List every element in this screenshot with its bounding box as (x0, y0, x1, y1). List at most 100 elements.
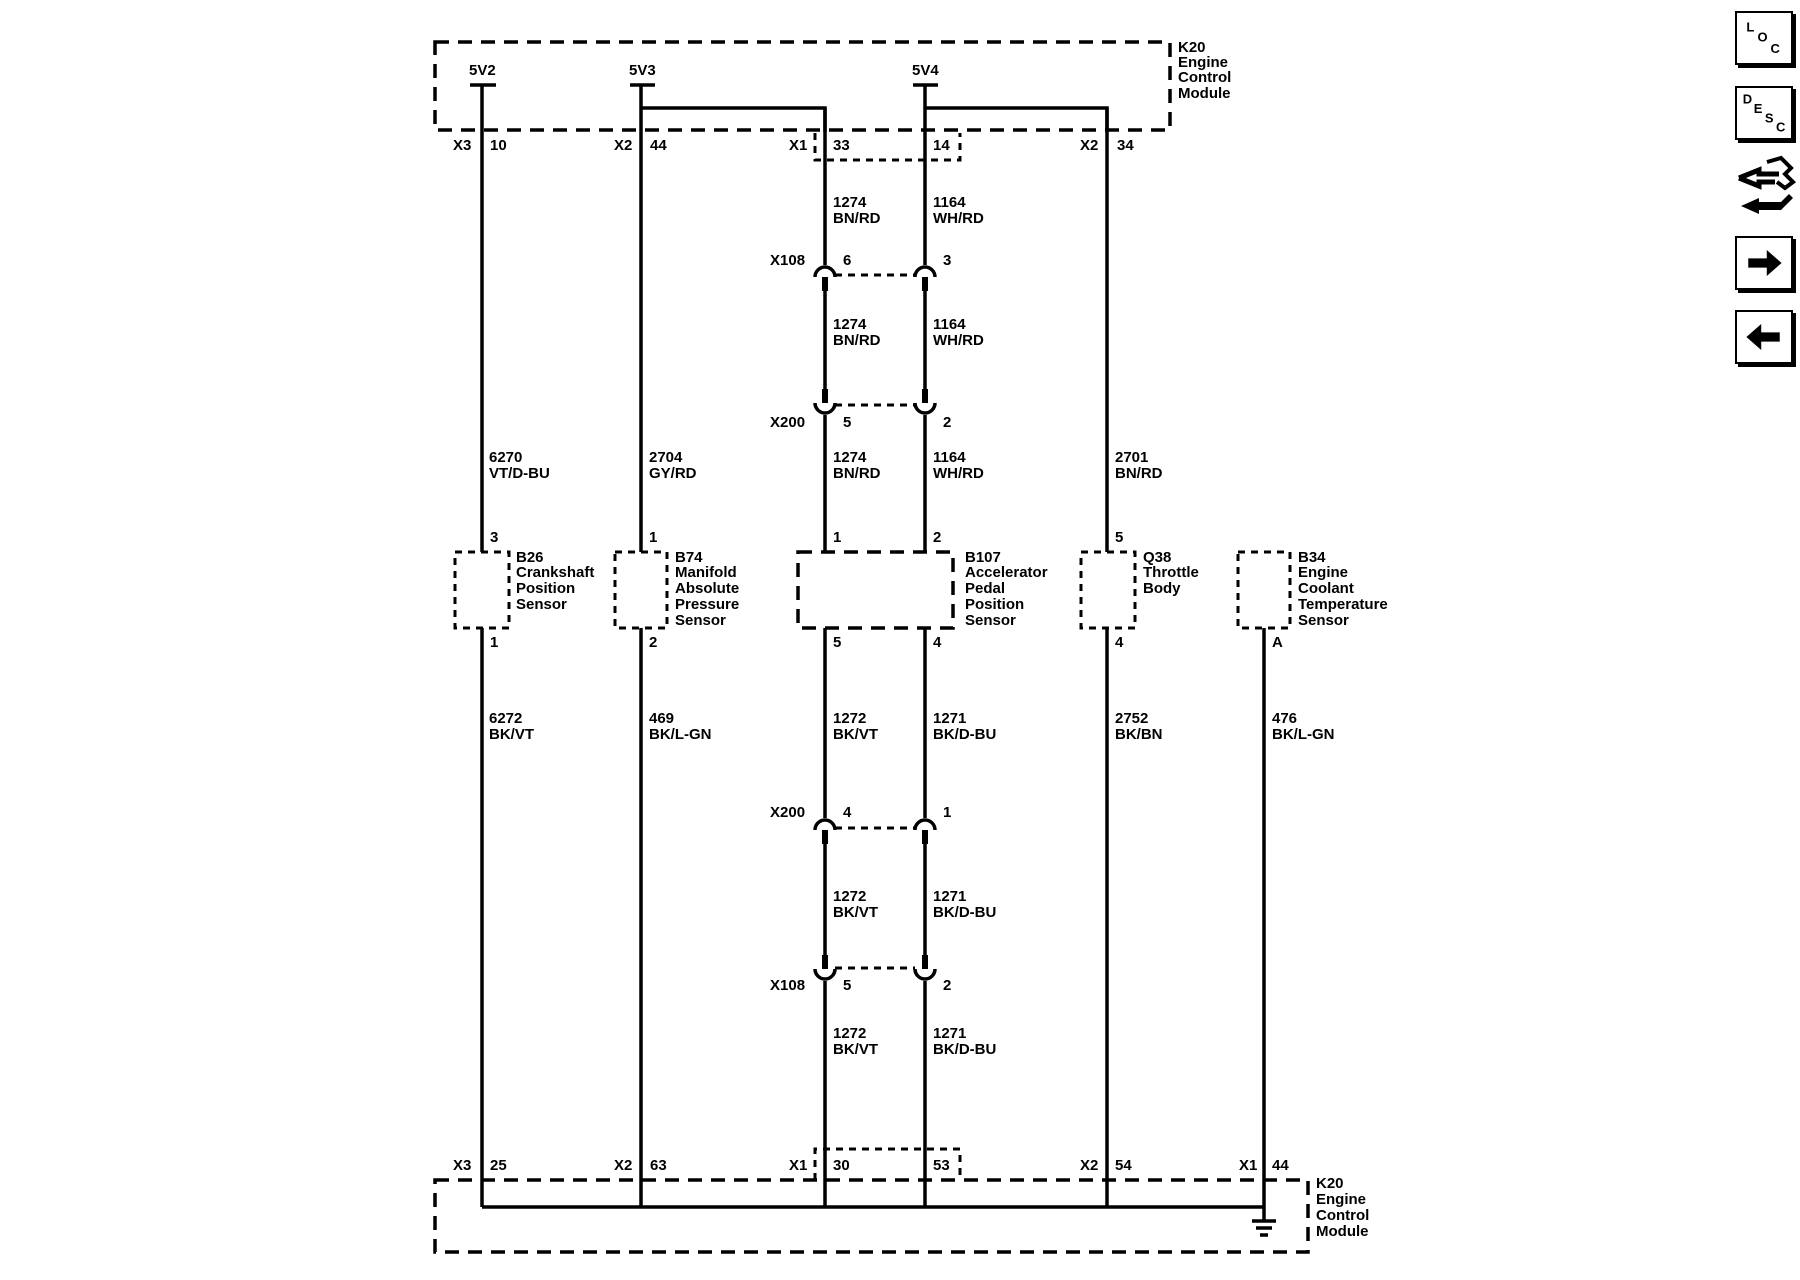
svg-text:C: C (1770, 41, 1779, 56)
x108-top-pin-left: 6 (843, 252, 851, 269)
svg-text:1271: 1271 (933, 710, 966, 727)
x108-bot-pin-right: 2 (943, 977, 951, 994)
svg-text:BK/D-BU: BK/D-BU (933, 904, 996, 921)
top-pin-34: 34 (1117, 137, 1134, 154)
bot-conn-x1b: X1 (1239, 1157, 1257, 1174)
next-button[interactable] (1735, 236, 1793, 290)
b74-line-3: Pressure (675, 596, 739, 613)
bot-conn-x2a: X2 (614, 1157, 632, 1174)
svg-text:1271: 1271 (933, 1025, 966, 1042)
svg-text:WH/RD: WH/RD (933, 332, 984, 349)
ecm-bottom-box (433, 1178, 1310, 1254)
svg-text:BK/VT: BK/VT (833, 726, 878, 743)
svg-text:GY/RD: GY/RD (649, 465, 697, 482)
b74-line-1: Manifold (675, 564, 737, 581)
bot-conn-x2b: X2 (1080, 1157, 1098, 1174)
svg-text:E: E (1754, 101, 1763, 116)
b34-line-2: Coolant (1298, 580, 1354, 597)
b107-pin-top-right: 2 (933, 529, 941, 546)
x200-top-name: X200 (770, 414, 805, 431)
previous-button[interactable] (1735, 310, 1793, 364)
bot-conn-x3: X3 (453, 1157, 471, 1174)
x108-bot-pin-left: 5 (843, 977, 851, 994)
b107-pin-bottom-right: 4 (933, 634, 942, 651)
q38-pin-top: 5 (1115, 529, 1123, 546)
connector-x108-bottom: X108 5 2 (770, 955, 951, 994)
connector-x200-bottom: X200 4 1 (770, 804, 951, 844)
connector-tool-button[interactable] (1733, 152, 1797, 222)
b74-pin-top: 1 (649, 529, 657, 546)
svg-text:BK/L-GN: BK/L-GN (649, 726, 712, 743)
x200-bot-pin-right: 1 (943, 804, 951, 821)
svg-text:1272: 1272 (833, 710, 866, 727)
svg-text:1272: 1272 (833, 888, 866, 905)
q38-pin-bottom: 4 (1115, 634, 1124, 651)
x200-top-pin-left: 5 (843, 414, 851, 431)
ecm-top-line-3: Module (1178, 85, 1231, 102)
svg-text:VT/D-BU: VT/D-BU (489, 465, 550, 482)
connector-tool-icon (1738, 155, 1797, 214)
b74-id: B74 (675, 549, 703, 566)
svg-text:O: O (1758, 30, 1768, 45)
b26-id: B26 (516, 549, 544, 566)
bot-pin-25: 25 (490, 1157, 507, 1174)
svg-text:1274: 1274 (833, 316, 867, 333)
ecm-bottom-line-3: Module (1316, 1223, 1369, 1240)
b107-line-1: Accelerator (965, 564, 1048, 581)
top-pin-10: 10 (490, 137, 507, 154)
svg-text:BK/VT: BK/VT (833, 1041, 878, 1058)
ref-5v4: 5V4 (912, 62, 939, 79)
x1-bottom-connector-outline (813, 1147, 962, 1180)
b34-id: B34 (1298, 549, 1326, 566)
svg-text:BK/D-BU: BK/D-BU (933, 1041, 996, 1058)
desc-button[interactable]: D E S C (1735, 86, 1793, 140)
svg-text:6270: 6270 (489, 449, 522, 466)
svg-text:BN/RD: BN/RD (833, 465, 881, 482)
q38-line-1: Throttle (1143, 564, 1199, 581)
svg-text:1274: 1274 (833, 194, 867, 211)
svg-text:2701: 2701 (1115, 449, 1148, 466)
svg-text:L: L (1746, 20, 1754, 35)
ecm-bottom-line-2: Control (1316, 1207, 1369, 1224)
svg-text:BK/D-BU: BK/D-BU (933, 726, 996, 743)
component-b74: 1 2 B74 Manifold Absolute Pressure Senso… (613, 529, 739, 651)
x200-bot-name: X200 (770, 804, 805, 821)
b74-pin-bottom: 2 (649, 634, 657, 651)
loc-button[interactable]: L O C (1735, 11, 1793, 65)
b34-line-1: Engine (1298, 564, 1348, 581)
x108-bot-name: X108 (770, 977, 805, 994)
connector-x108-top: X108 6 3 (770, 252, 951, 291)
bot-conn-x1a: X1 (789, 1157, 807, 1174)
ref-5v2: 5V2 (469, 62, 496, 79)
svg-text:1164: 1164 (933, 316, 966, 333)
b34-pin-bottom: A (1272, 634, 1283, 651)
svg-text:WH/RD: WH/RD (933, 465, 984, 482)
ecm-top-line-2: Control (1178, 69, 1231, 86)
x200-top-pin-right: 2 (943, 414, 951, 431)
top-pin-14: 14 (933, 137, 950, 154)
connector-x200-top: X200 5 2 (770, 389, 951, 431)
svg-text:1272: 1272 (833, 1025, 866, 1042)
b74-line-4: Sensor (675, 612, 726, 629)
svg-text:C: C (1776, 120, 1785, 135)
b26-pin-top: 3 (490, 529, 498, 546)
x1-top-connector-outline (813, 133, 962, 162)
b74-line-2: Absolute (675, 580, 739, 597)
b34-line-3: Temperature (1298, 596, 1388, 613)
ecm-bottom-id: K20 (1316, 1175, 1344, 1192)
svg-text:2704: 2704 (649, 449, 683, 466)
b107-id: B107 (965, 549, 1001, 566)
x200-bot-pin-left: 4 (843, 804, 852, 821)
component-b26: 3 1 B26 Crankshaft Position Sensor (453, 529, 594, 651)
svg-text:BK/BN: BK/BN (1115, 726, 1163, 743)
